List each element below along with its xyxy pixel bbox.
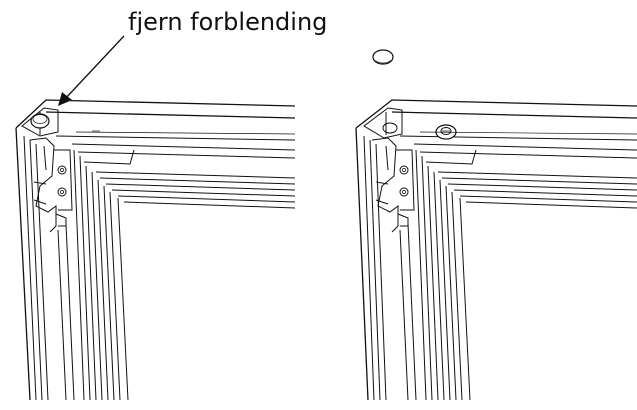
cover-cap-removed bbox=[372, 49, 394, 65]
callout-label: fjern forblending bbox=[128, 8, 328, 36]
callout-arrow bbox=[58, 35, 125, 106]
frame-corner-right bbox=[355, 49, 637, 401]
frame-corner-left bbox=[15, 99, 296, 401]
